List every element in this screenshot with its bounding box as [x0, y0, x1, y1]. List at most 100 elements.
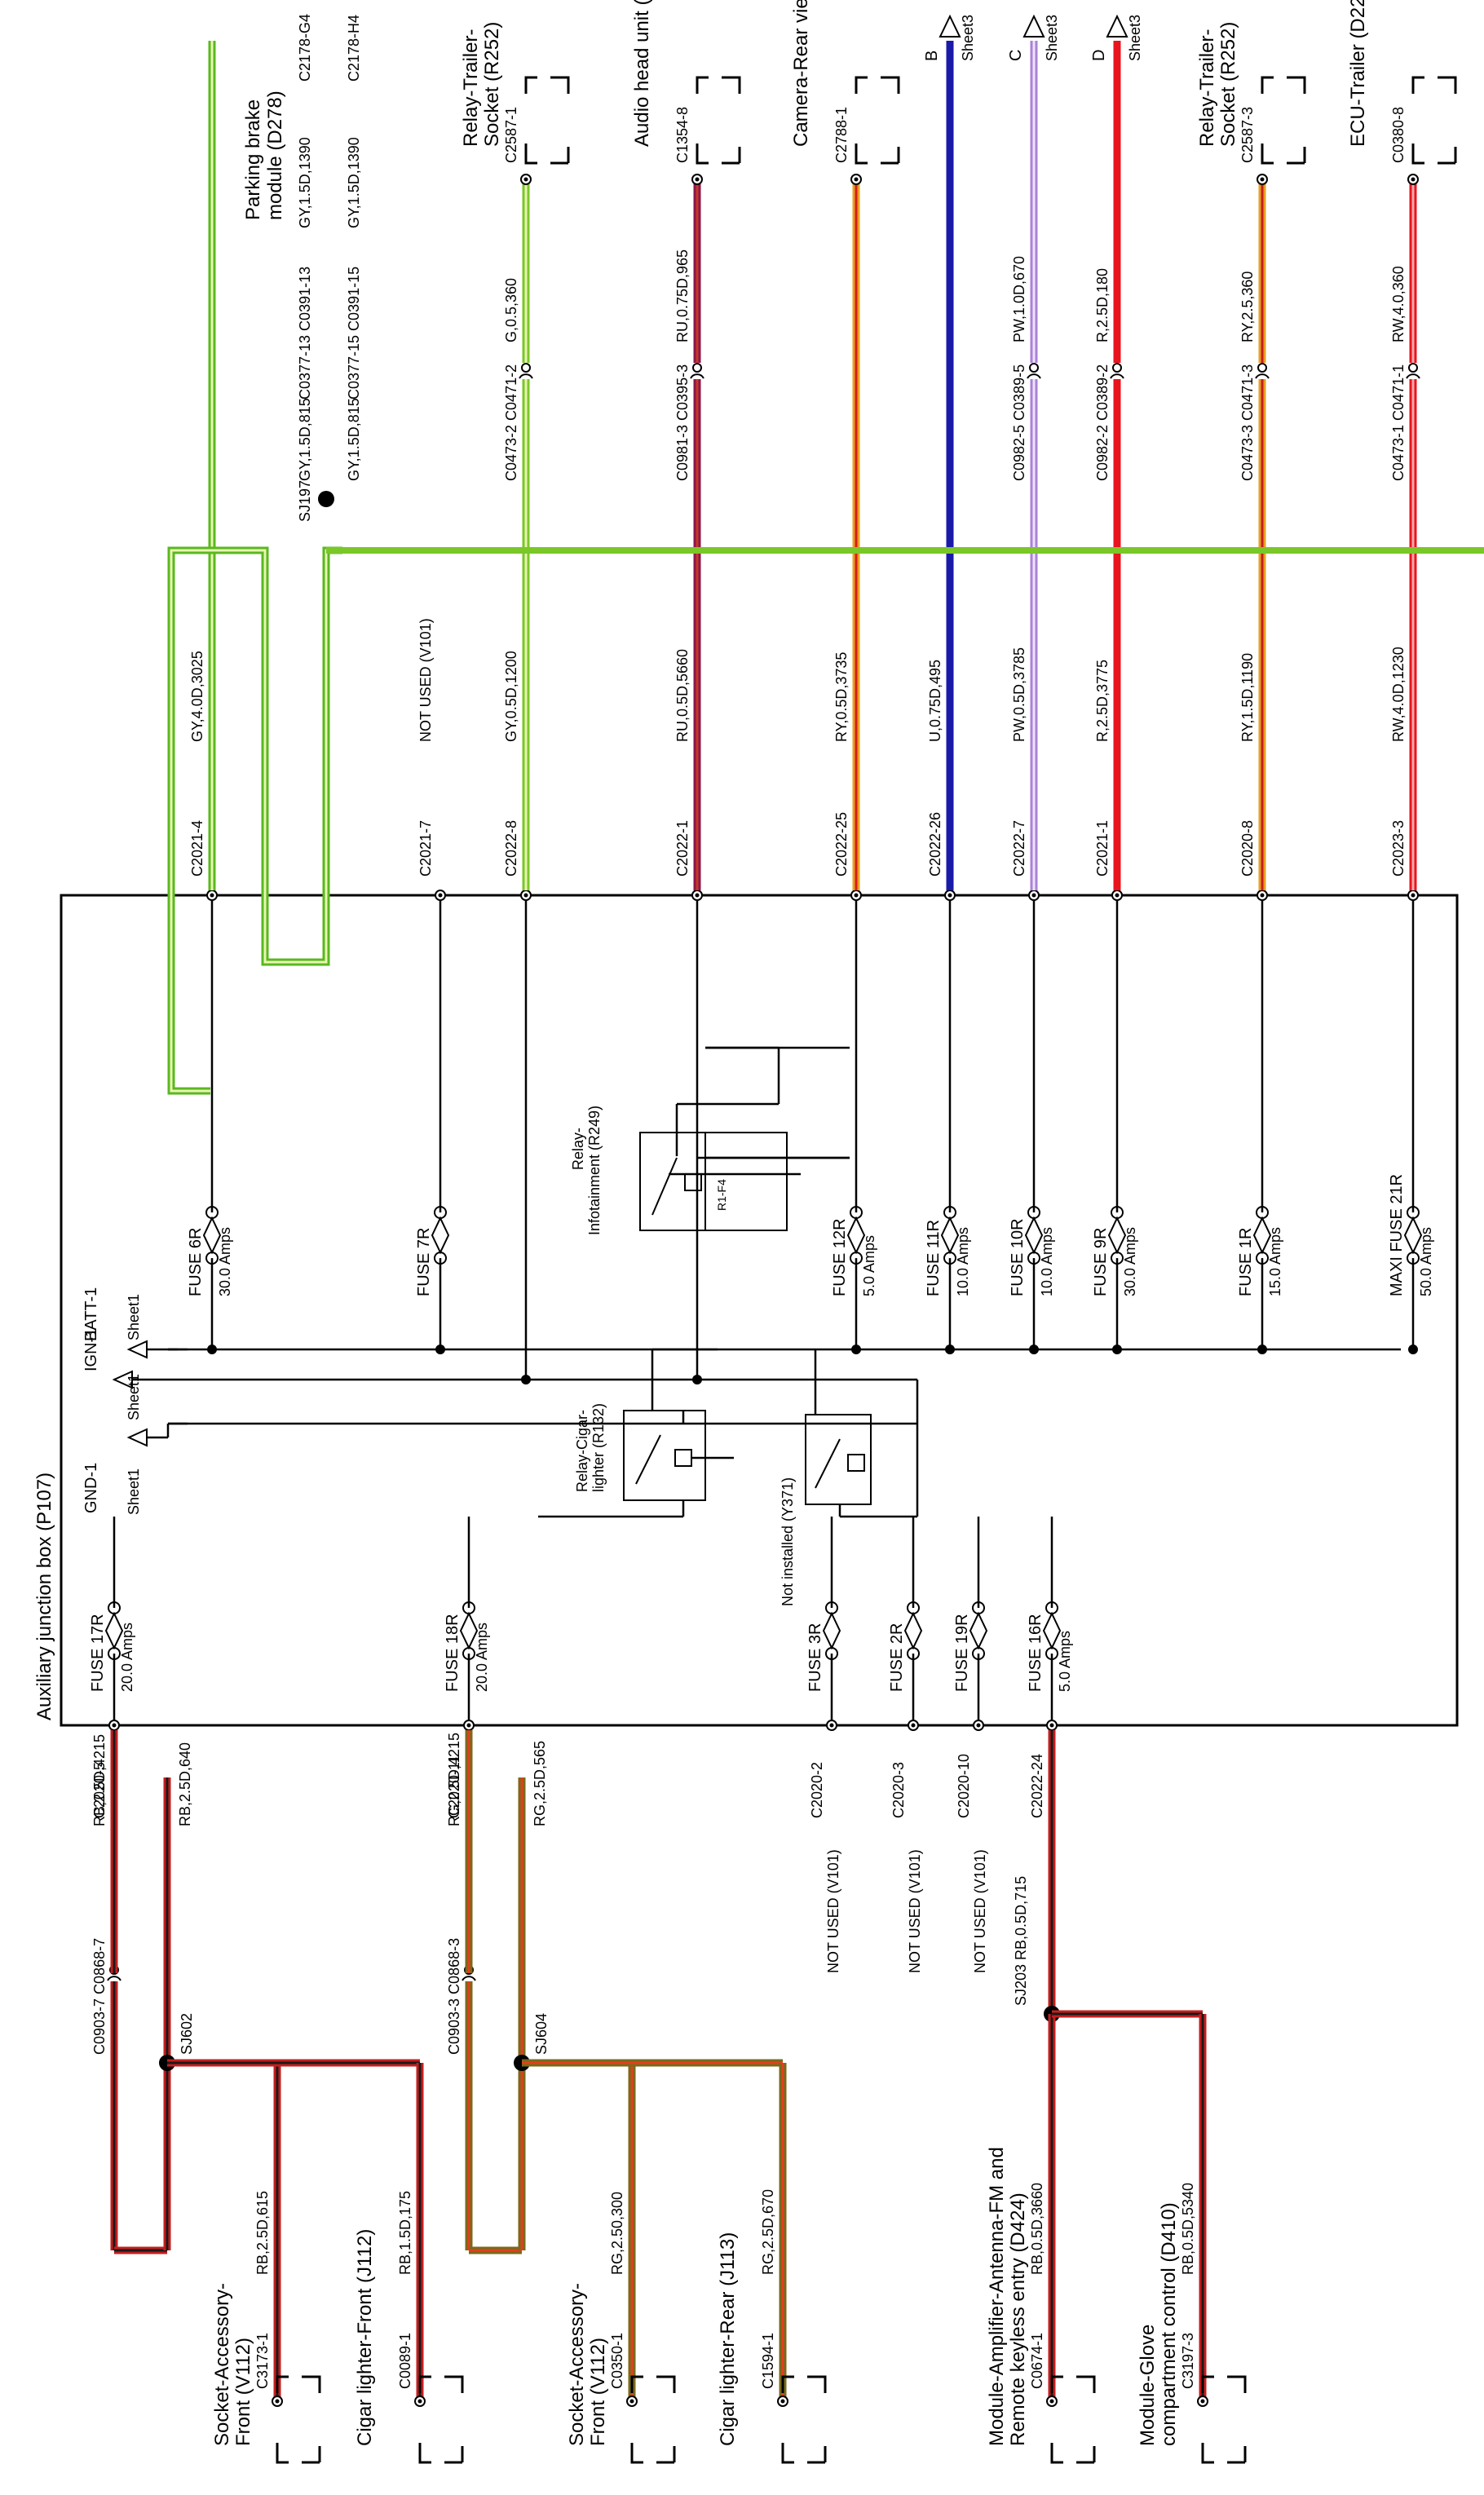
fuse-id: FUSE 16R — [1027, 1614, 1045, 1692]
fuse-symbol — [431, 1216, 450, 1255]
dest-pin-label: C1354-8 — [674, 107, 691, 163]
connector-dot — [1411, 893, 1416, 898]
box-corner — [696, 76, 741, 94]
inline-label: C0903-7 C0868-7 — [91, 1938, 108, 2055]
pin-label: C2022-24 — [1029, 1754, 1045, 1818]
inline-connector-pin — [1029, 363, 1039, 373]
component-box — [1261, 76, 1306, 165]
fuse-symbol — [1403, 1216, 1423, 1255]
circuit-sj203: SJ203 RB,0.5D,715C0674-1RB,0.5D,3660Modu… — [986, 1730, 1247, 2464]
component-box — [630, 2375, 676, 2464]
relay-not-installed: Not installed (Y371) — [780, 1349, 919, 1606]
fuse-rating: 15.0 Amps — [1267, 1227, 1283, 1296]
pin-label: C2020-3 — [890, 1762, 907, 1818]
dest-pin-label: C2788-1 — [833, 107, 850, 163]
svg-text:Relay-Cigar-: Relay-Cigar- — [574, 1410, 590, 1492]
box-corner — [696, 144, 740, 165]
wire-label: RG,2.5D,565 — [532, 1741, 548, 1826]
fuse-symbol — [104, 1611, 124, 1650]
pin-label: C2020-2 — [809, 1762, 825, 1818]
pin-label: C2023-3 — [1390, 820, 1407, 877]
box-corner — [1050, 2375, 1096, 2393]
fuse-rating: 30.0 Amps — [217, 1227, 233, 1296]
connector-dot — [523, 893, 528, 898]
svg-text:Sheet1: Sheet1 — [126, 1468, 142, 1515]
offsheet-sheet: Sheet3 — [1127, 15, 1143, 61]
fuse-rating: 5.0 Amps — [861, 1235, 877, 1296]
fuse-id: FUSE 7R — [415, 1228, 433, 1296]
splice-label: SJ602 — [179, 2013, 195, 2055]
wire-label: RG,2.5D,4215 — [446, 1733, 462, 1826]
fuse-rating: 20.0 Amps — [119, 1623, 135, 1692]
pin-label: C2020-10 — [956, 1754, 972, 1818]
fuse-id: FUSE 11R — [925, 1220, 943, 1296]
fuse-rating: 20.0 Amps — [474, 1623, 490, 1692]
wire-label: RB,2.5D,640 — [177, 1742, 193, 1826]
component-name: Module-Amplifier-Antenna-FM and — [986, 2147, 1008, 2446]
splice-label: SJ604 — [533, 2013, 550, 2055]
svg-text:Infotainment (R249): Infotainment (R249) — [586, 1106, 603, 1235]
fuse-id: FUSE 1R — [1237, 1228, 1255, 1296]
dest-pin-label: C3173-1 — [254, 2333, 271, 2389]
fuse-id: FUSE 18R — [444, 1614, 462, 1692]
component-name: Socket-Accessory- — [211, 2283, 233, 2446]
port-ign: IGN-1 Sheet1 — [82, 1328, 142, 1420]
offsheet-sheet: Sheet3 — [960, 15, 976, 61]
connector-dot — [1200, 2399, 1205, 2404]
component-name: Camera-Rear view (F204) — [790, 0, 812, 147]
splice-dot — [521, 1375, 531, 1384]
splice-label: SJ203 RB,0.5D,715 — [1013, 1876, 1029, 2006]
svg-text:BATT-1: BATT-1 — [82, 1287, 100, 1341]
box-corner — [1201, 2375, 1247, 2393]
component-name: Relay-Trailer- — [1196, 29, 1218, 147]
box-corner — [524, 76, 570, 94]
splice-dot — [1408, 1345, 1418, 1354]
inline-connector-pin — [521, 363, 531, 373]
dest-pin-label: C0089-1 — [397, 2333, 413, 2389]
dest-pin-label: C0674-1 — [1029, 2333, 1045, 2389]
box-corner — [855, 76, 900, 94]
svg-text:Parking brake: Parking brake — [242, 99, 264, 220]
inline-connector — [462, 1976, 476, 1981]
fuse-id: FUSE 6R — [187, 1228, 205, 1296]
pin-label: C2022-1 — [674, 820, 691, 877]
inline-connector-pin — [1408, 363, 1418, 373]
wire-label: RB,2.5D,615 — [254, 2191, 271, 2275]
wire-label: PW,0.5D,3785 — [1011, 647, 1027, 742]
splice-dot — [851, 1345, 861, 1354]
pin-label: C2022-26 — [927, 812, 943, 877]
wire-label: NOT USED (V101) — [825, 1849, 841, 1973]
fuse-symbol — [969, 1611, 988, 1650]
component-box — [1201, 2375, 1247, 2464]
connector-dot — [1031, 893, 1036, 898]
connector-dot — [854, 177, 859, 182]
fuse-id: FUSE 3R — [806, 1623, 824, 1692]
component-name: ECU-Trailer (D221) — [1347, 0, 1369, 147]
dest-pin-label: C1594-1 — [760, 2333, 776, 2389]
relay-infotainment: Relay- Infotainment (R249) R1-F4 — [570, 1046, 850, 1235]
junction-box — [60, 894, 1459, 1727]
inline-connector — [690, 373, 704, 379]
svg-text:GY,1.5D,1390: GY,1.5D,1390 — [297, 137, 313, 228]
wire-label: GY,4.0D,3025 — [189, 651, 205, 742]
wire-label: G,0.5,360 — [503, 278, 519, 342]
pin-label: C2020-5 — [91, 1762, 108, 1818]
wire-label: R,2.5D,3775 — [1094, 660, 1111, 742]
pin-label: C2022-8 — [503, 820, 519, 877]
pin-label: C2020-11 — [446, 1755, 462, 1818]
wire-label: NOT USED (V101) — [972, 1849, 988, 1973]
fuse-id: MAXI FUSE 21R — [1388, 1174, 1406, 1296]
box-corner — [418, 2375, 464, 2393]
box-title: Auxiliary junction box (P107) — [33, 1473, 55, 1720]
box-corner — [855, 144, 899, 165]
svg-text:Sheet1: Sheet1 — [126, 1294, 142, 1340]
component-box — [418, 2375, 464, 2464]
box-corner — [781, 2443, 825, 2464]
component-name: Module-Glove — [1137, 2325, 1159, 2446]
offsheet-letter: B — [923, 51, 941, 61]
